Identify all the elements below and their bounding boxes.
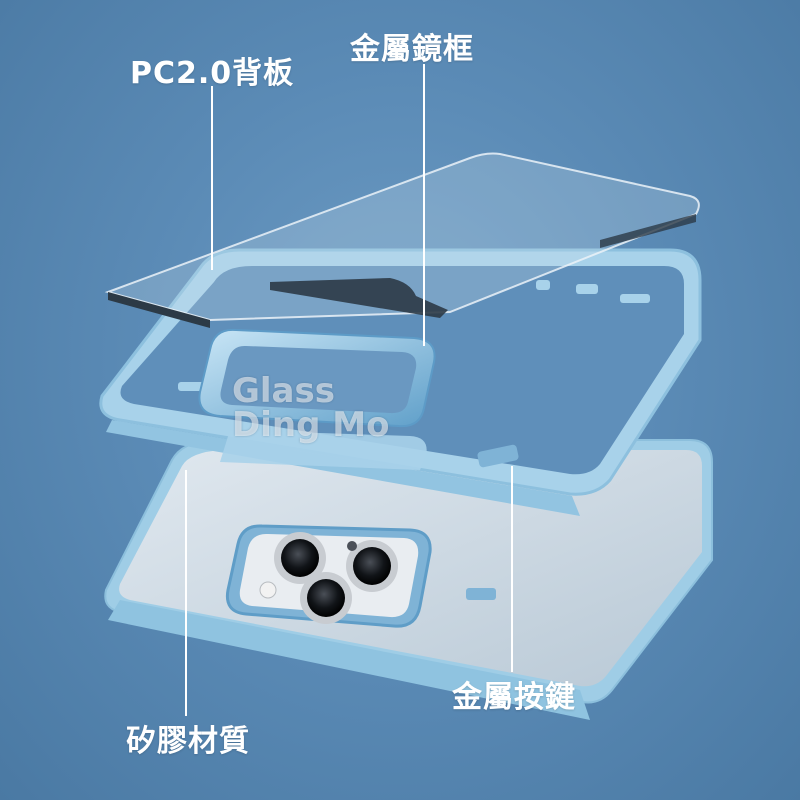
side-button-assembled bbox=[466, 588, 496, 600]
watermark-line-2: Ding Mo bbox=[232, 405, 390, 445]
watermark-line-1: Glass bbox=[232, 371, 335, 411]
label-camera-ring: 金屬鏡框 bbox=[350, 32, 474, 67]
pc-back-plate bbox=[104, 152, 700, 328]
camera-module bbox=[225, 524, 432, 628]
metal-camera-ring bbox=[198, 328, 436, 428]
watermark: Glass Ding Mo bbox=[232, 374, 389, 442]
label-back-plate: PC2.0背板 bbox=[130, 56, 295, 91]
label-material: 矽膠材質 bbox=[126, 724, 250, 759]
label-buttons: 金屬按鍵 bbox=[452, 680, 576, 715]
metal-button bbox=[477, 444, 519, 468]
